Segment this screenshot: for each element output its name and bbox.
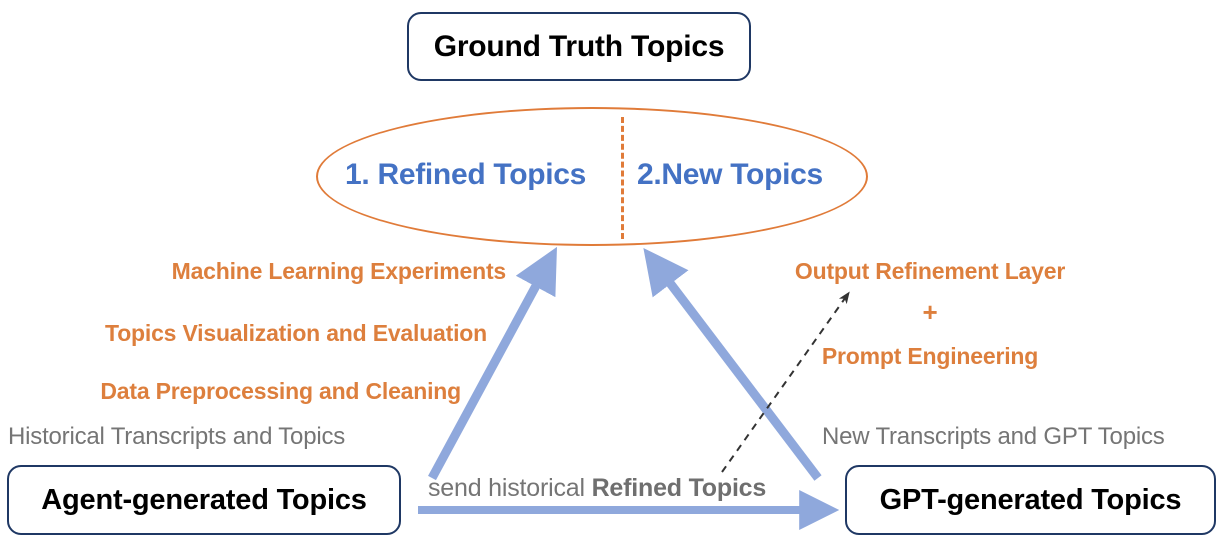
right-stack-plus-icon: + <box>922 297 938 327</box>
caption-new-transcripts-and-gpt-topics: New Transcripts and GPT Topics <box>822 423 1165 450</box>
left-stack-item-topics-visualization-and-evaluation: Topics Visualization and Evaluation <box>105 320 487 346</box>
right-stack-item-prompt-engineering: Prompt Engineering <box>821 343 1039 369</box>
gpt-generated-topics-label: GPT-generated Topics <box>879 483 1182 516</box>
caption-historical-transcripts-and-topics: Historical Transcripts and Topics <box>8 423 346 450</box>
ellipse-dashed-divider <box>621 117 624 239</box>
gpt-generated-topics-box[interactable]: GPT-generated Topics <box>845 465 1216 535</box>
arrow-label-emphasis: Refined Topics <box>591 474 767 502</box>
left-stack-item-data-preprocessing-and-cleaning: Data Preprocessing and Cleaning <box>100 378 461 404</box>
ground-truth-topics-box[interactable]: Ground Truth Topics <box>407 12 751 81</box>
left-stack-item-machine-learning-experiments: Machine Learning Experiments <box>171 258 507 284</box>
topics-ellipse <box>316 107 868 246</box>
agent-generated-topics-box[interactable]: Agent-generated Topics <box>7 465 401 535</box>
ellipse-label-refined-topics: 1. Refined Topics <box>345 158 587 191</box>
agent-generated-topics-label: Agent-generated Topics <box>41 483 367 516</box>
ellipse-label-new-topics: 2.New Topics <box>637 158 823 191</box>
ground-truth-topics-label: Ground Truth Topics <box>433 29 725 63</box>
arrow-label-send-historical-refined-topics: send historical Refined Topics <box>428 474 766 503</box>
arrow-agent-to-ellipse <box>428 246 557 481</box>
right-stack-item-output-refinement-layer: Output Refinement Layer <box>794 258 1066 284</box>
arrow-label-prefix: send historical <box>428 474 592 502</box>
